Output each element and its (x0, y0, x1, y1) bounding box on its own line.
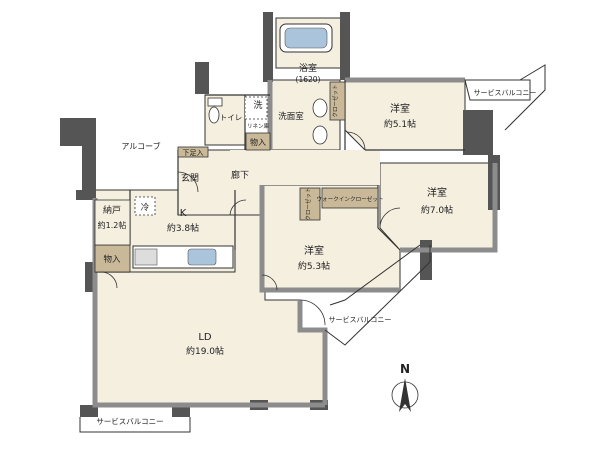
wash-label: 洗 (253, 99, 262, 111)
storage-k-label: 物入 (103, 254, 121, 265)
bath-size-label: (1620) (296, 75, 321, 84)
nando-size-label: 約1.2帖 (98, 220, 127, 230)
bath-label: 浴室 (299, 62, 317, 74)
bathtub (279, 23, 333, 53)
fridge-label: 冷 (141, 202, 150, 213)
kitchen-counter (132, 245, 234, 269)
balcony-bottom-label: サービスバルコニー (96, 417, 163, 426)
shoe-cabinet-label: 下足入 (183, 149, 204, 157)
fixtures (134, 96, 328, 216)
room-2-label: 洋室 (427, 186, 447, 199)
hallway-label: 廊下 (231, 169, 249, 181)
shoe-cabinet (177, 146, 209, 158)
room-2-size-label: 約7.0帖 (421, 204, 453, 216)
closet-2 (299, 187, 321, 221)
storage-k (94, 244, 131, 273)
room-3-size-label: 約5.3帖 (298, 260, 330, 272)
balconies (79, 64, 546, 433)
nando-label: 納戸 (103, 204, 121, 216)
nando (94, 199, 131, 246)
balcony-top-label: サービスバルコニー (474, 88, 537, 97)
compass-icon: N (391, 362, 419, 412)
closet-1 (329, 81, 346, 121)
ld-size-label: 約19.0帖 (186, 345, 224, 357)
closet-2-label: クローゼット (304, 187, 312, 220)
alcove-label: アルコーブ (121, 141, 160, 151)
linen-label: リネン庫 (247, 122, 270, 130)
storage-small-label: 物入 (250, 137, 266, 147)
wic-label: ウォークインクローゼット (316, 195, 383, 203)
powder-room-label: 洗面室 (278, 111, 304, 122)
storage-blocks (94, 81, 379, 273)
ld-label: LD (198, 332, 212, 343)
room-1-size-label: 約5.1帖 (384, 118, 416, 130)
room-1-label: 洋室 (390, 102, 410, 115)
toilet-label: トイレ (220, 113, 243, 122)
kitchen-size-label: 約3.8帖 (167, 222, 199, 234)
door-swings (100, 131, 401, 326)
compass-north-label: N (400, 362, 410, 376)
walk-in-closet (321, 187, 379, 209)
balcony-mid-label: サービスバルコニー (329, 315, 392, 324)
storage-small (245, 132, 271, 151)
closet-1-label: クローゼット (331, 84, 339, 117)
labels: 浴室 (1620) 洗 トイレ 洗面室 リネン庫 物入 下足入 玄関 廊下 アル… (96, 62, 536, 426)
entrance-label: 玄関 (181, 172, 199, 184)
kitchen-label: K (180, 208, 187, 219)
room-3-label: 洋室 (304, 244, 324, 257)
